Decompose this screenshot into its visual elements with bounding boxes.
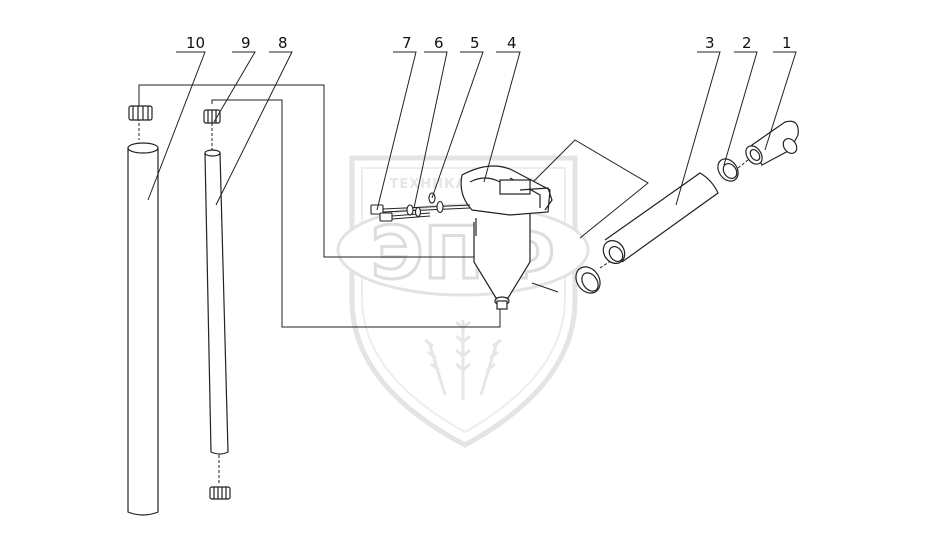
callout-6: 6 — [434, 34, 444, 52]
callout-numbers: 10 9 8 7 6 5 4 3 2 1 — [186, 34, 792, 52]
callout-4: 4 — [507, 34, 517, 52]
part-10-tube — [127, 142, 159, 516]
callout-1: 1 — [782, 34, 792, 52]
callout-9: 9 — [241, 34, 251, 52]
callout-5: 5 — [470, 34, 480, 52]
part-8-tube — [204, 149, 229, 455]
part-4-separator — [460, 165, 553, 310]
part-2-clamp — [717, 158, 739, 182]
part-9-nut — [203, 109, 221, 124]
callout-3: 3 — [705, 34, 715, 52]
wheat-icon — [424, 320, 502, 400]
part-3-hose — [602, 172, 719, 264]
callout-8: 8 — [278, 34, 288, 52]
callout-leaders — [147, 51, 797, 211]
connection-lines — [138, 84, 749, 485]
part-1-elbow — [745, 120, 799, 166]
part-10-nut — [128, 105, 153, 121]
part-6-washer — [406, 204, 422, 218]
part-8-bottom-nut — [209, 486, 231, 500]
callout-2: 2 — [742, 34, 752, 52]
part-3-clamp-lower — [575, 266, 601, 294]
watermark-logo: ТЕХНИКА СЕРВИС ЭПФ — [336, 155, 590, 448]
callout-7: 7 — [402, 34, 412, 52]
callout-10: 10 — [186, 34, 205, 52]
